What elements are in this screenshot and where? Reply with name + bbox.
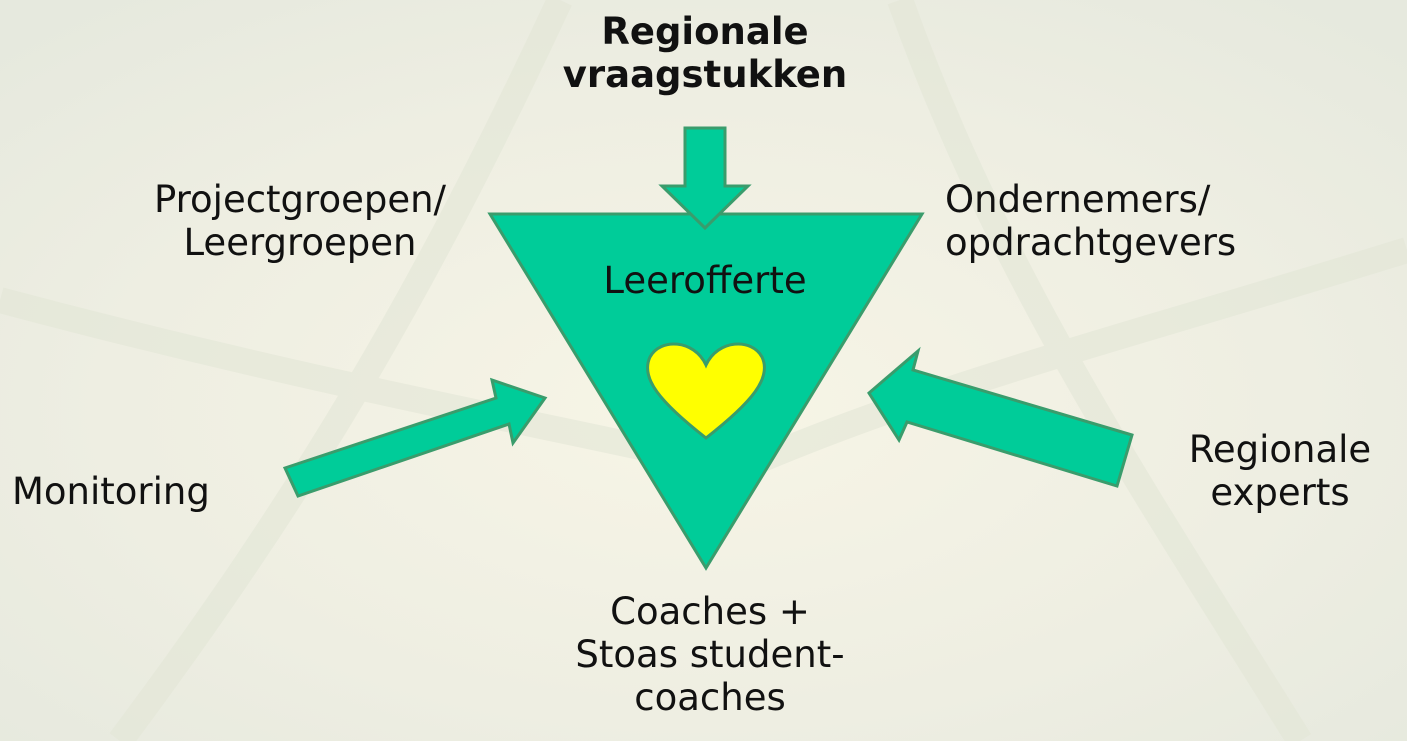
- bottom-line-2: Stoas student-: [575, 633, 845, 676]
- bottom-label: Coaches + Stoas student- coaches: [560, 590, 860, 719]
- bottom-line-3: coaches: [634, 676, 786, 719]
- center-label: Leerofferte: [603, 259, 807, 302]
- arrow-right-in: [867, 346, 1134, 488]
- top-right-label: Ondernemers/ opdrachtgevers: [945, 178, 1236, 264]
- top-title: Regionale vraagstukken: [545, 10, 865, 96]
- top-left-line-2: Leergroepen: [183, 221, 417, 264]
- right-label: Regionale experts: [1160, 428, 1400, 514]
- top-title-line-1: Regionale: [601, 10, 809, 53]
- arrow-left-in: [282, 377, 548, 498]
- top-title-line-2: vraagstukken: [562, 53, 848, 96]
- left-label: Monitoring: [12, 470, 210, 513]
- top-left-label: Projectgroepen/ Leergroepen: [110, 178, 490, 264]
- top-right-line-2: opdrachtgevers: [945, 221, 1237, 264]
- heart-icon: [646, 342, 766, 440]
- bottom-line-1: Coaches +: [610, 590, 810, 633]
- top-left-line-1: Projectgroepen/: [153, 178, 447, 221]
- right-line-2: experts: [1210, 471, 1350, 514]
- right-line-1: Regionale: [1188, 428, 1372, 471]
- arrow-down: [658, 126, 752, 231]
- top-right-line-1: Ondernemers/: [945, 178, 1211, 221]
